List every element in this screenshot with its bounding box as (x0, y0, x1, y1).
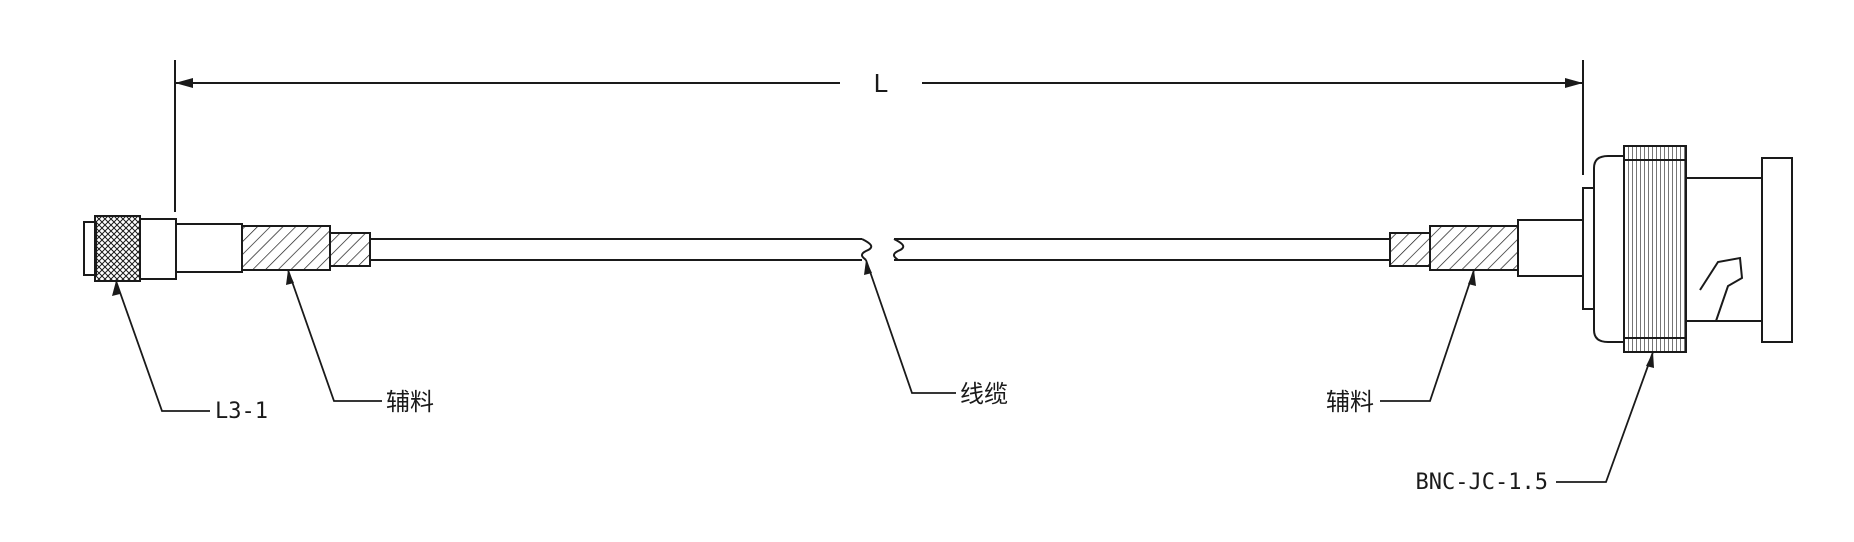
leader-left-connector (115, 280, 210, 412)
length-label: L (874, 68, 888, 98)
right-material-small (1389, 232, 1431, 267)
dim-arrow-right (1565, 78, 1583, 88)
left-connector-sleeve (175, 223, 243, 273)
leader-right-material (1380, 269, 1475, 402)
cable-break-left (860, 238, 873, 261)
right-material-large (1429, 225, 1519, 271)
left-material (241, 225, 371, 271)
dim-arrow-left (175, 78, 193, 88)
cable-break-right (892, 238, 905, 261)
left-connector-label: L3-1 (215, 399, 268, 424)
left-material-label: 辅料 (386, 388, 434, 416)
right-connector-crimp (1517, 219, 1584, 277)
leader-lines (112, 259, 1654, 483)
right-connector-body (1593, 155, 1625, 343)
right-material (1389, 225, 1519, 271)
right-connector-nut (1623, 145, 1687, 353)
left-material-small (329, 232, 371, 267)
right-connector-lip (1761, 157, 1793, 343)
left-connector-body (139, 218, 177, 280)
right-connector-slot (1699, 256, 1744, 322)
leader-cable (865, 259, 956, 394)
left-connector (83, 215, 243, 282)
right-connector-flange (1582, 187, 1595, 310)
right-connector (1517, 145, 1793, 353)
leader-right-connector (1556, 351, 1654, 483)
cable (370, 238, 1390, 261)
left-material-large (241, 225, 331, 271)
leader-left-material (287, 269, 382, 402)
left-connector-knurl (94, 215, 141, 282)
cable-label: 线缆 (960, 380, 1008, 408)
right-connector-label: BNC-JC-1.5 (1416, 470, 1548, 495)
length-dimension (174, 60, 1584, 212)
right-material-label: 辅料 (1326, 388, 1374, 416)
